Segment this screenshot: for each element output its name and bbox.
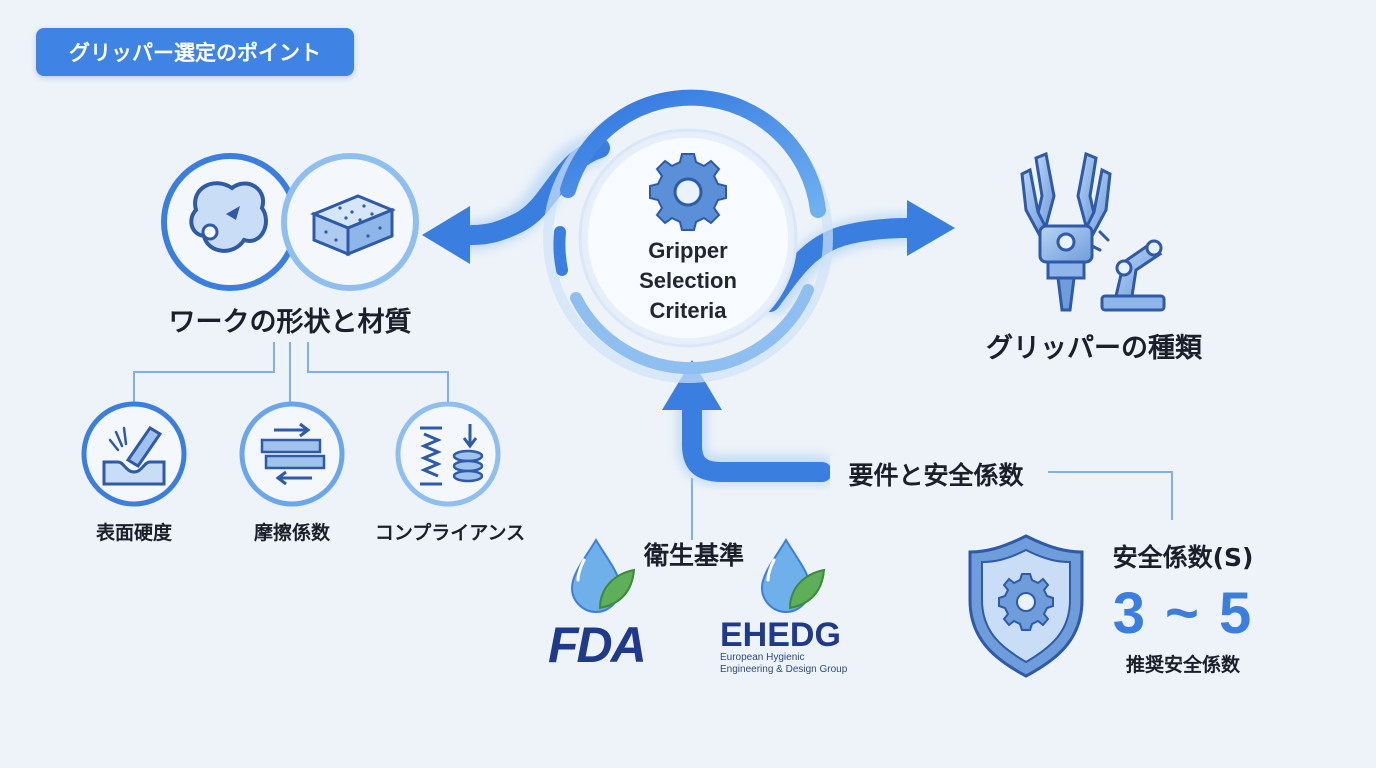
safety-title: 安全係数(S): [1112, 543, 1254, 572]
safety-range: 3 ~ 5: [1112, 581, 1254, 646]
surface-hardness-icon: [81, 401, 187, 507]
water-drop-leaf-icon-ehedg: [760, 538, 826, 614]
robot-gripper-icon: [1020, 151, 1166, 312]
hygiene-title: 衛生基準: [643, 541, 744, 570]
center-title-line2: Selection: [639, 268, 737, 293]
safety-caption: 推奨安全係数: [1125, 654, 1240, 676]
header-badge: グリッパー選定のポイント: [36, 28, 354, 76]
arrow-head-right: [907, 200, 955, 256]
center-title: Gripper Selection Criteria: [600, 236, 776, 326]
spring-compliance-icon: [395, 401, 501, 507]
fda-logo: FDA: [548, 617, 647, 673]
shape-blob-icon: [189, 181, 268, 253]
center-title-line3: Criteria: [649, 298, 727, 323]
gripper-types-title: グリッパーの種類: [986, 333, 1202, 364]
work-tree-lines: [133, 342, 449, 404]
center-title-line1: Gripper: [648, 238, 728, 263]
arrow-from-requirements: [682, 400, 832, 482]
center-gear-icon: [649, 153, 727, 231]
shield-gear-icon: [968, 534, 1084, 678]
arrow-head-up: [662, 360, 722, 410]
ehedg-subtitle-line2: Engineering & Design Group: [720, 664, 848, 675]
friction-arrows-icon: [239, 401, 345, 507]
friction-label: 摩擦係数: [253, 522, 330, 544]
safety-connector-line: [1048, 471, 1173, 520]
ehedg-logo: EHEDG: [720, 616, 841, 654]
surface-hardness-label: 表面硬度: [95, 522, 172, 544]
ehedg-subtitle: European Hygienic Engineering & Design G…: [720, 652, 880, 676]
work-title: ワークの形状と材質: [168, 307, 412, 338]
arrow-head-left: [422, 206, 470, 264]
compliance-label: コンプライアンス: [374, 522, 526, 544]
center-ring: [543, 89, 833, 383]
requirements-title: 要件と安全係数: [830, 456, 1042, 492]
water-drop-leaf-icon-fda: [570, 538, 636, 614]
ehedg-subtitle-line1: European Hygienic: [720, 652, 805, 663]
material-block-icon: [310, 194, 396, 257]
